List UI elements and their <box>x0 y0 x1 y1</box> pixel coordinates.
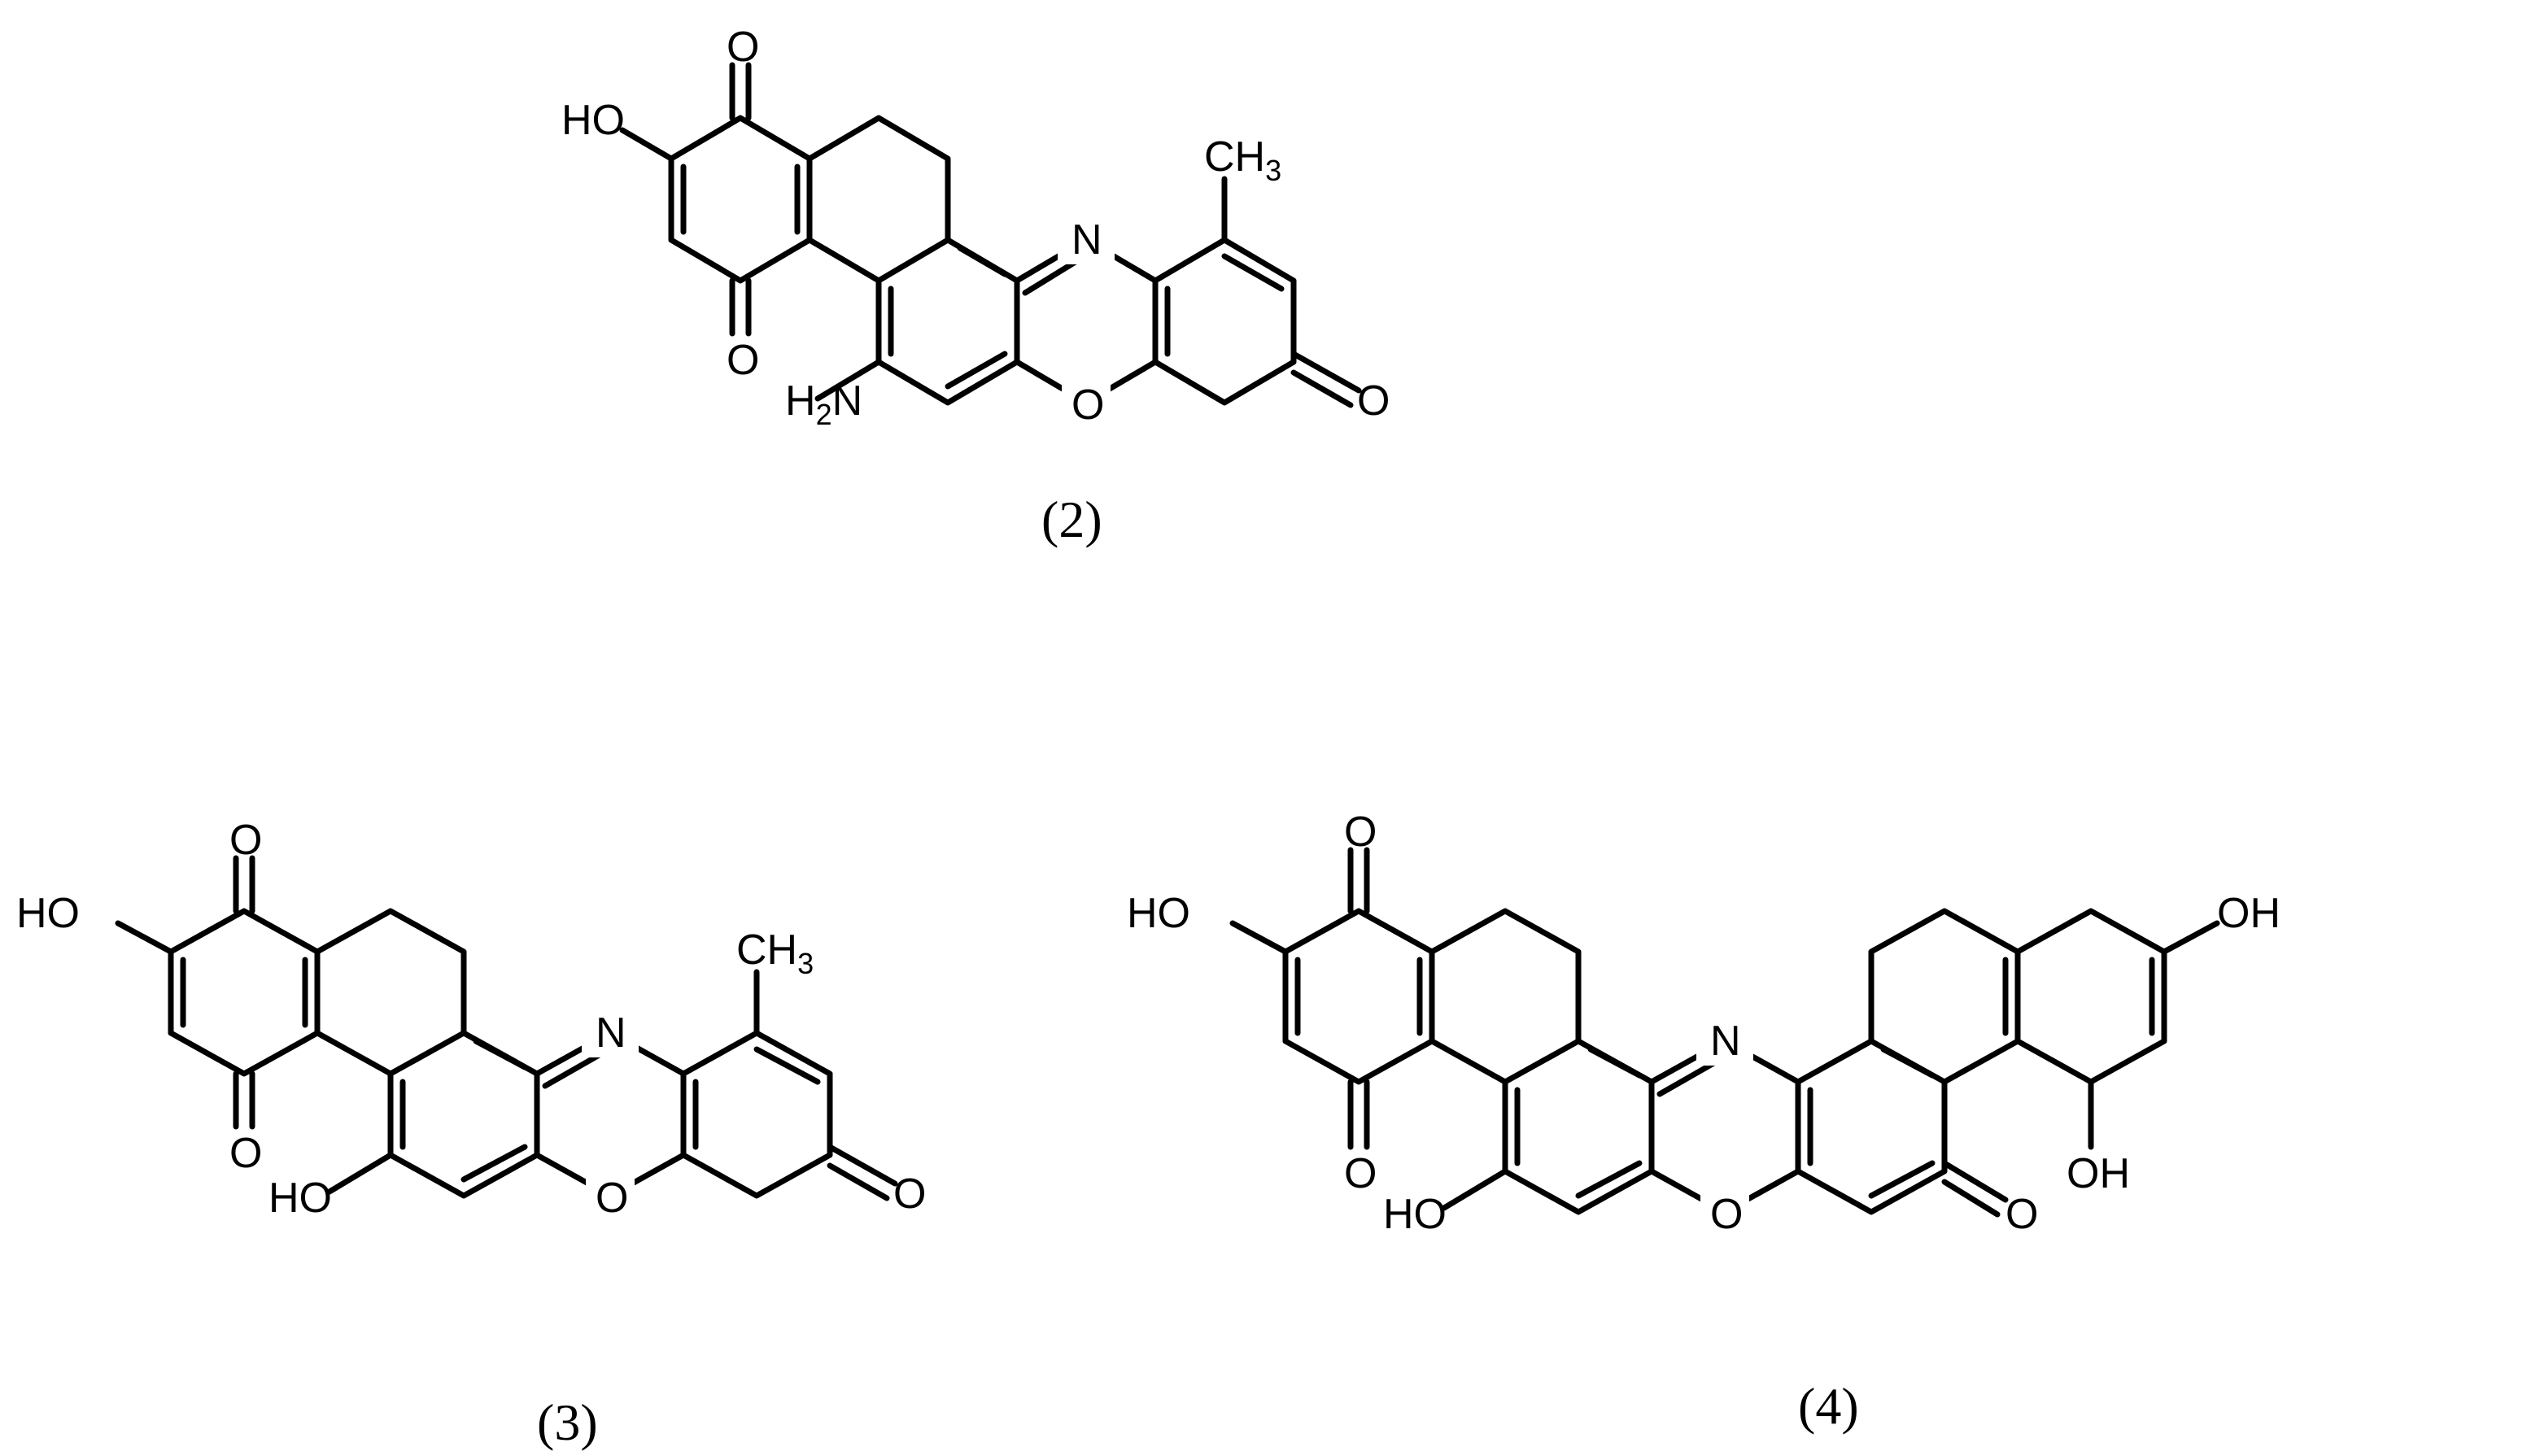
atom-label: O <box>1071 381 1104 429</box>
atom-label: O <box>596 1175 628 1222</box>
atom-label: O <box>1357 377 1390 425</box>
atom-label: O <box>229 1130 262 1177</box>
atom-label: OH <box>2217 890 2280 937</box>
molecule-2-atoms: HO O O H2N N O CH3 O <box>561 24 1390 431</box>
atom-label: OH <box>2067 1150 2130 1197</box>
caption-3: (3) <box>537 1393 598 1451</box>
atom-label: N <box>1710 1018 1741 1065</box>
atom-label: O <box>229 817 262 864</box>
atom-label: HO <box>1127 890 1190 937</box>
atom-label: HO <box>561 97 625 144</box>
molecule-4-atoms: HO O O HO N O O OH OH <box>1127 809 2280 1238</box>
atom-label: HO <box>1383 1191 1447 1238</box>
caption-2: (2) <box>1041 490 1102 548</box>
atom-label: H2N <box>785 377 862 431</box>
atom-label: HO <box>268 1175 332 1222</box>
atom-label: O <box>2005 1191 2038 1238</box>
atom-label: O <box>727 337 759 384</box>
atom-label: HO <box>16 890 80 937</box>
caption-4: (4) <box>1798 1377 1859 1435</box>
atom-label: O <box>893 1170 926 1218</box>
molecule-3-bonds <box>115 855 898 1201</box>
atom-label: CH3 <box>1204 133 1281 187</box>
molecule-3: HO O O HO N O CH3 O (3) <box>16 817 926 1451</box>
atom-label: O <box>1344 1150 1377 1197</box>
atom-label: O <box>1344 809 1377 856</box>
atom-label: O <box>727 24 759 71</box>
atom-label: O <box>1710 1191 1743 1238</box>
molecule-4: HO O O HO N O O OH OH (4) <box>1127 809 2280 1435</box>
molecule-2: HO O O H2N N O CH3 O (2) <box>561 24 1390 548</box>
molecule-3-atoms: HO O O HO N O CH3 O <box>16 817 926 1222</box>
atom-label: N <box>596 1009 626 1057</box>
atom-label: N <box>1071 216 1102 264</box>
atom-label: CH3 <box>736 926 814 980</box>
